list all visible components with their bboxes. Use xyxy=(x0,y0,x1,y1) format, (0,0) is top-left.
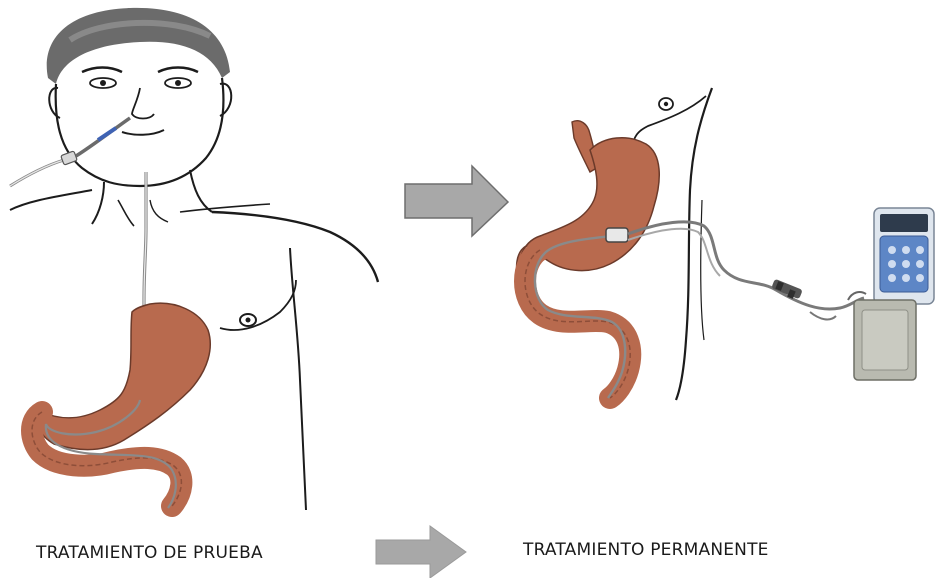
clamp-loop xyxy=(810,312,836,319)
pump-button xyxy=(888,260,896,268)
patient-head xyxy=(56,78,224,186)
permanent-treatment-caption: TRATAMIENTO PERMANENTE xyxy=(523,540,769,560)
eyebrow-right xyxy=(158,68,198,73)
pump-button xyxy=(916,246,924,254)
nipple-center xyxy=(246,318,251,323)
trial-treatment-caption: TRATAMIENTO DE PRUEBA xyxy=(36,543,263,563)
pump-button xyxy=(902,246,910,254)
nasal-tube-blue xyxy=(98,128,116,140)
sternum-notch xyxy=(150,200,168,222)
pump-button xyxy=(902,274,910,282)
patient-hair xyxy=(47,8,230,84)
tube-connector xyxy=(61,151,78,165)
pump-display xyxy=(880,214,928,232)
infusion-pump xyxy=(848,208,934,380)
pupil-right xyxy=(175,80,181,86)
pump-button xyxy=(902,260,910,268)
progression-arrow xyxy=(405,166,508,236)
neck-left xyxy=(92,182,104,224)
pump-button xyxy=(916,260,924,268)
collarbone-right xyxy=(180,204,270,212)
permanent-treatment-figure xyxy=(517,88,934,400)
mouth xyxy=(122,130,164,135)
extension-tube xyxy=(10,160,64,186)
external-tube xyxy=(628,222,864,309)
pupil-left xyxy=(100,80,106,86)
collarbone-left xyxy=(118,200,134,226)
shoulder-right xyxy=(212,212,378,282)
cassette-window xyxy=(862,310,908,370)
pump-button xyxy=(916,274,924,282)
stomach xyxy=(38,303,210,449)
shoulder-left xyxy=(10,190,92,210)
caption-arrow xyxy=(376,526,466,578)
pump-button xyxy=(888,274,896,282)
midline xyxy=(701,200,704,340)
right-ear xyxy=(220,84,231,116)
nipple-right-figure-center xyxy=(664,102,668,106)
pectoral-line xyxy=(220,280,296,330)
external-tube-2 xyxy=(628,229,720,276)
eyebrow-left xyxy=(82,68,122,73)
neck-right xyxy=(190,170,212,212)
chest-line xyxy=(634,96,706,140)
torso-right-side xyxy=(290,248,306,510)
peg-port xyxy=(606,228,628,242)
torso-outline xyxy=(676,88,712,400)
trial-treatment-figure xyxy=(10,8,378,510)
nose xyxy=(132,88,154,119)
pump-button xyxy=(888,246,896,254)
